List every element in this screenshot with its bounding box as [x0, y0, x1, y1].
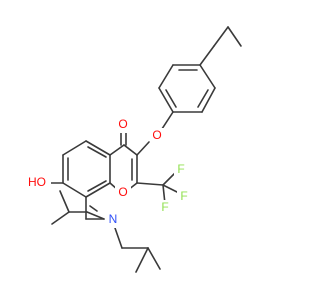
atom-labels: O O O HO N F F F [23, 117, 191, 228]
bond [87, 146, 107, 158]
bond [85, 140, 111, 156]
nitrogen-label: N [109, 212, 118, 226]
bond [199, 64, 216, 89]
bond [85, 182, 111, 198]
carbonyl-oxygen-label: O [118, 117, 127, 131]
bond [136, 141, 150, 156]
ether-oxygen-label: O [152, 128, 161, 142]
bond [201, 87, 216, 113]
fluorine-right-label: F [180, 189, 187, 203]
bond [62, 140, 87, 156]
bond [158, 64, 174, 89]
bond [199, 45, 215, 66]
bond [213, 26, 229, 47]
bond [227, 26, 242, 47]
ring-oxygen-label: O [118, 185, 127, 199]
bond [158, 87, 174, 113]
bond [147, 247, 161, 270]
fluorine-left-label: F [161, 200, 168, 214]
bond [62, 182, 87, 198]
fluorine-top-label: F [177, 162, 184, 176]
bond [114, 227, 123, 249]
bond [197, 89, 209, 108]
bond [135, 247, 149, 273]
bond-lines [47, 26, 242, 273]
bond [89, 205, 98, 212]
bond [165, 89, 177, 108]
bond [136, 182, 164, 186]
structure-canvas: O O O HO N F F F [23, 26, 242, 273]
bond [87, 180, 107, 192]
hydroxyl-label: HO [28, 175, 46, 189]
molecule-diagram: O O O HO N F F F [23, 26, 242, 273]
bond [86, 211, 105, 220]
bond [51, 211, 70, 225]
bond [123, 144, 138, 156]
bond [109, 144, 125, 156]
bond [59, 190, 70, 213]
